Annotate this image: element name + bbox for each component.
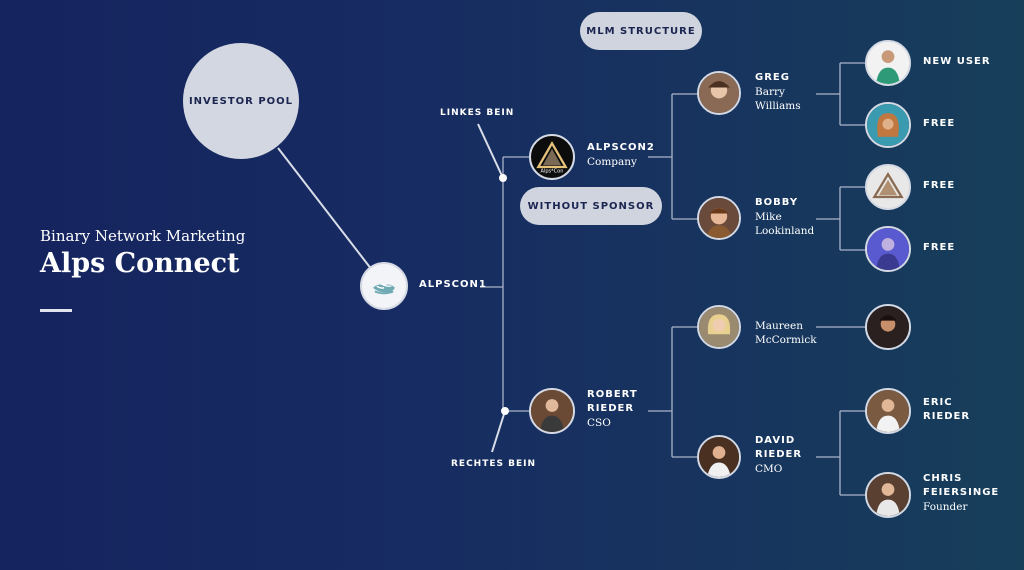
maureen-label: Maureen McCormick [755, 320, 817, 346]
free2-label: FREE [923, 180, 956, 191]
handshake-icon [373, 283, 395, 295]
person-photo-icon [699, 437, 739, 477]
alpscon1-avatar[interactable] [360, 262, 408, 310]
alpscon2-label: ALPSCON2 Company [587, 142, 655, 168]
chris-label: CHRIS FEIERSINGE Founder [923, 473, 1000, 513]
person-photo-icon [699, 198, 739, 238]
person-photo-icon [699, 73, 739, 113]
new-user-label: NEW USER [923, 56, 991, 67]
person-photo-icon [867, 390, 909, 432]
page-title: Alps Connect [40, 248, 240, 279]
eric-avatar[interactable] [865, 388, 911, 434]
right-leg-pointer [491, 410, 506, 453]
right-leg-label: RECHTES BEIN [451, 459, 537, 469]
david-label: DAVID RIEDER CMO [755, 435, 803, 475]
greg-label: GREG Barry Williams [755, 72, 801, 112]
right-leg-dot [501, 407, 509, 415]
left-leg-pointer [477, 123, 504, 179]
new-user-avatar[interactable] [865, 40, 911, 86]
free3-label: FREE [923, 242, 956, 253]
david-avatar[interactable] [697, 435, 741, 479]
bobby-avatar[interactable] [697, 196, 741, 240]
person-photo-icon [699, 307, 739, 347]
mlm-structure-badge: MLM STRUCTURE [580, 12, 702, 50]
person-photo-icon [867, 306, 909, 348]
alpscon-logo-icon [867, 166, 909, 208]
left-leg-dot [499, 174, 507, 182]
investor-connector [277, 147, 373, 271]
chris-avatar[interactable] [865, 472, 911, 518]
person-photo-icon [867, 42, 909, 84]
free1-avatar[interactable] [865, 102, 911, 148]
alpscon2-avatar[interactable]: Alps*Con [529, 134, 575, 180]
person-photo-icon [867, 104, 909, 146]
person-photo-icon [867, 474, 909, 516]
greg-avatar[interactable] [697, 71, 741, 115]
title-divider [40, 309, 72, 312]
free1-label: FREE [923, 118, 956, 129]
alpscon-logo-icon: Alps*Con [536, 141, 568, 175]
robert-label: ROBERT RIEDER CSO [587, 389, 638, 429]
bobby-label: BOBBY Mike Lookinland [755, 197, 815, 237]
maureen-avatar[interactable] [697, 305, 741, 349]
svg-text:Alps*Con: Alps*Con [541, 169, 564, 175]
free2-avatar[interactable] [865, 164, 911, 210]
maureen-child-avatar[interactable] [865, 304, 911, 350]
eric-label: ERIC RIEDER [923, 397, 971, 422]
investor-pool-circle: INVESTOR POOL [183, 43, 299, 159]
without-sponsor-badge: WITHOUT SPONSOR [520, 187, 662, 225]
left-leg-label: LINKES BEIN [440, 108, 515, 118]
person-photo-icon [531, 390, 573, 432]
alpscon1-label: ALPSCON1 [419, 279, 487, 290]
page-subtitle: Binary Network Marketing [40, 227, 246, 245]
free3-avatar[interactable] [865, 226, 911, 272]
robert-avatar[interactable] [529, 388, 575, 434]
person-photo-icon [867, 228, 909, 270]
